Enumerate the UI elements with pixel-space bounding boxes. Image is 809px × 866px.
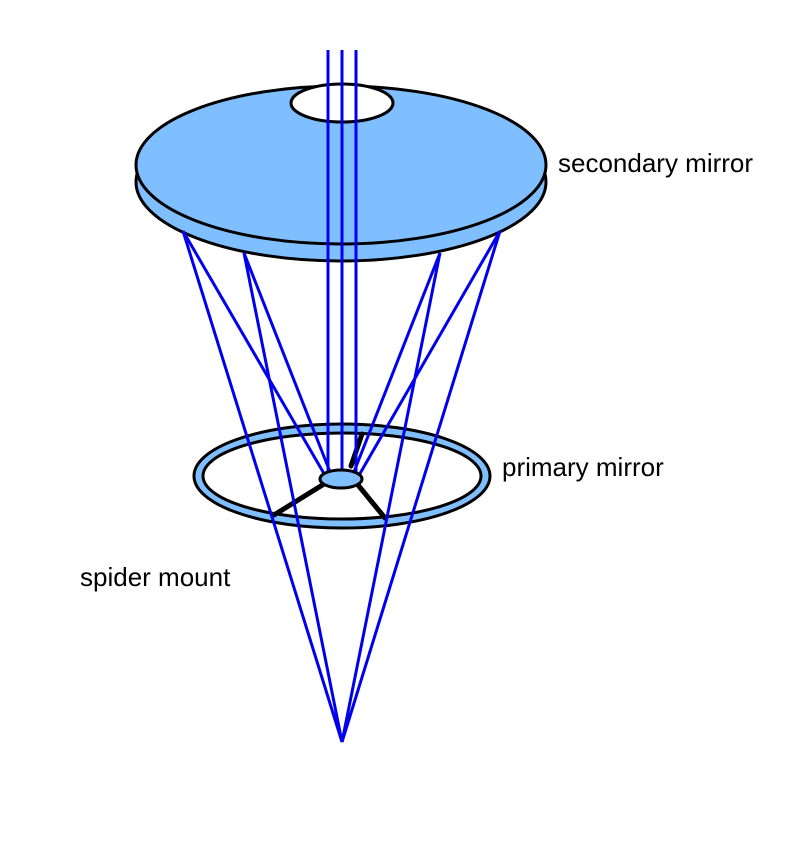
spider-mount-label: spider mount xyxy=(80,562,231,592)
light-rays xyxy=(181,50,502,743)
spider-arm-left xyxy=(271,481,327,518)
ray-outer-left-to-primary xyxy=(181,230,328,478)
ray-inner-right-to-primary xyxy=(350,252,442,478)
ray-outer-right-to-focus xyxy=(340,230,502,743)
ray-outer-right-to-primary xyxy=(356,230,502,478)
ray-inner-left-to-focus xyxy=(242,252,344,743)
ray-outer-left-to-focus xyxy=(181,230,344,743)
ray-inner-right-to-focus xyxy=(340,252,442,743)
spider-hub xyxy=(318,468,364,490)
ray-inner-left-to-primary xyxy=(242,252,334,478)
primary-mirror-label: primary mirror xyxy=(502,452,664,482)
secondary-mirror-label: secondary mirror xyxy=(558,148,754,178)
spider-arm-right xyxy=(355,482,388,521)
